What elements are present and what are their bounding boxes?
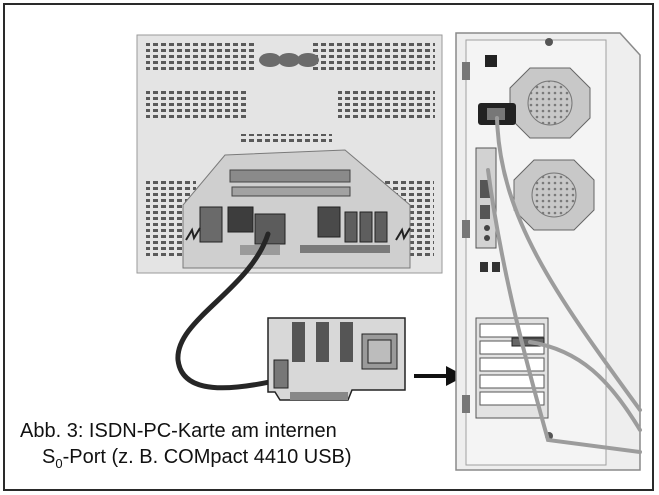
isdn-pc-card	[267, 317, 406, 401]
s0-cable	[175, 231, 290, 391]
connected-cables	[486, 116, 642, 454]
fan-grille-icon	[513, 159, 595, 231]
pc-tower	[455, 32, 641, 471]
mainboard-panel	[182, 149, 411, 269]
power-switch-icon	[485, 55, 497, 67]
caption-line-1: Abb. 3: ISDN-PC-Karte am internen	[20, 420, 337, 442]
fan-grille-icon	[509, 67, 591, 139]
power-socket-icon	[478, 103, 516, 125]
logo-icon	[259, 53, 319, 67]
figure-caption: Abb. 3: ISDN-PC-Karte am internen S0-Por…	[16, 418, 356, 477]
caption-line-2: S0-Port (z. B. COMpact 4410 USB)	[42, 446, 352, 471]
